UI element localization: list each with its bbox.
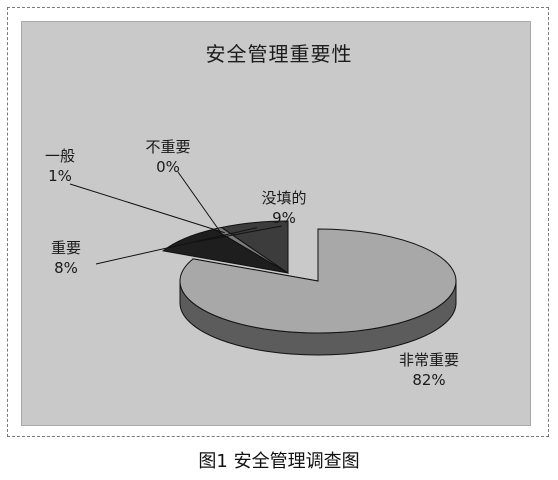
slice-name: 没填的 xyxy=(261,189,307,207)
slice-value: 1% xyxy=(48,167,72,185)
slice-name: 不重要 xyxy=(145,138,191,156)
leader-line-1 xyxy=(194,225,283,243)
slice-label-average: 一般 1% xyxy=(30,146,90,186)
slice-name: 非常重要 xyxy=(398,351,459,369)
chart-title: 安全管理重要性 xyxy=(205,42,353,66)
leader-lines xyxy=(69,171,283,265)
slice-value: 8% xyxy=(54,259,78,277)
slice-label-very-important: 非常重要 82% xyxy=(384,350,474,390)
slice-label-unfilled: 没填的 9% xyxy=(244,188,324,228)
leader-line-4 xyxy=(95,227,258,265)
slice-name: 重要 xyxy=(50,239,81,257)
slice-value: 0% xyxy=(156,158,180,176)
slice-value: 9% xyxy=(272,209,296,227)
chart-frame xyxy=(7,7,549,437)
slice-value: 82% xyxy=(412,371,446,389)
slice-name: 一般 xyxy=(44,147,75,165)
figure-caption: 图1 安全管理调查图 xyxy=(198,451,360,472)
pie-slice-0 xyxy=(179,228,457,334)
leader-line-3 xyxy=(69,183,225,234)
slice-label-important: 重要 8% xyxy=(36,238,96,278)
slice-label-not-important: 不重要 0% xyxy=(128,137,208,177)
pie-slice-tops xyxy=(161,220,457,334)
leader-line-2 xyxy=(177,171,222,234)
